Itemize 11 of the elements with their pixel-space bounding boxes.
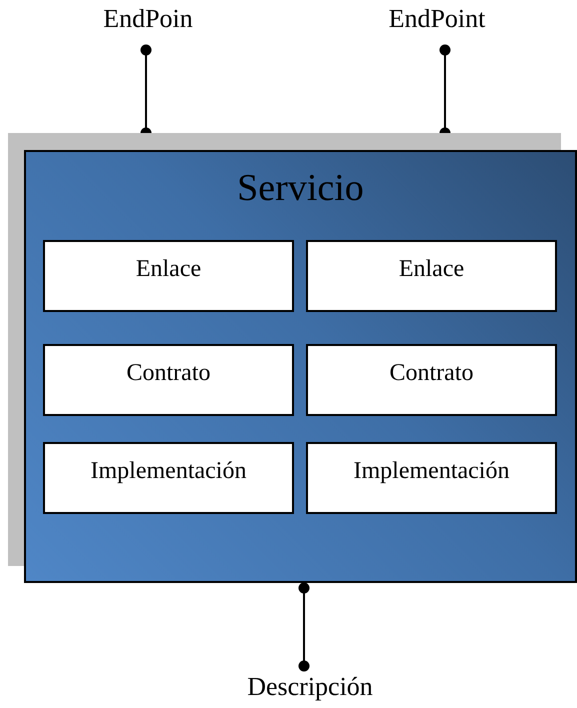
component-box: Enlace	[43, 240, 294, 312]
component-box: Contrato	[43, 344, 294, 416]
component-box: Enlace	[306, 240, 557, 312]
panel-title: Servicio	[236, 166, 365, 210]
endpoint-label: EndPoint	[377, 4, 497, 48]
endpoint-label: Descripción	[230, 672, 390, 708]
endpoint-label: EndPoin	[88, 4, 208, 48]
connector-line	[298, 582, 310, 672]
component-box: Implementación	[306, 442, 557, 514]
component-box: Implementación	[43, 442, 294, 514]
component-box: Contrato	[306, 344, 557, 416]
